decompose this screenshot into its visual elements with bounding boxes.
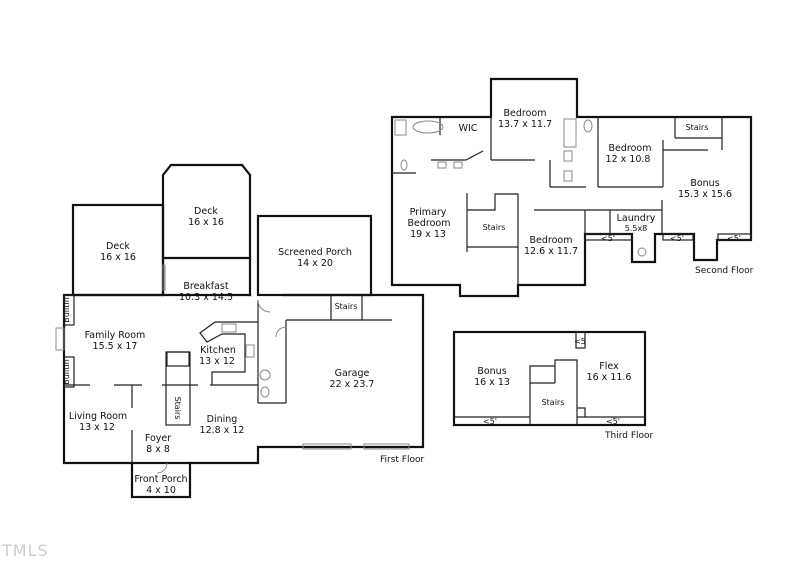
room-size: 12.6 x 11.7	[524, 246, 578, 257]
builtin-lower	[63, 356, 75, 388]
room-size: 16 x 11.6	[587, 372, 632, 383]
room-name: Deck	[194, 206, 218, 217]
room-name-line2: Bedroom	[408, 218, 451, 229]
front-door-swing	[156, 462, 168, 474]
bathtub-icon	[563, 118, 577, 148]
room-name: Bedroom	[504, 108, 547, 119]
deck-top-wall	[161, 163, 252, 297]
stairs-wall	[529, 359, 578, 425]
stairs-wall	[467, 193, 519, 285]
stairs-label: Stairs	[483, 223, 506, 232]
room-size: 16 x 16	[188, 217, 224, 228]
room-size: 8 x 8	[146, 444, 170, 455]
third-floor: Bonus 16 x 13 Flex 16 x 11.6 Stairs <5 <…	[452, 330, 654, 441]
sliding-door	[162, 264, 166, 291]
low-ceiling-label: <5'	[606, 417, 620, 426]
room-size: 19 x 13	[410, 229, 446, 240]
watermark: TMLS	[1, 541, 49, 560]
room-size: 4 x 10	[146, 485, 176, 496]
vanity	[431, 150, 484, 161]
sink-icon	[563, 170, 573, 182]
low-ceiling-strip	[662, 233, 694, 241]
room-name: Living Room	[69, 411, 127, 422]
room-name: Breakfast	[183, 281, 228, 292]
room-name: Bonus	[477, 366, 506, 377]
room-size: 12.8 x 12	[200, 425, 245, 436]
second-floor: Bedroom 13.7 x 11.7 WIC Bedroom 12 x 10.…	[390, 77, 754, 298]
sink-icon	[437, 161, 447, 169]
fireplace	[55, 327, 65, 351]
room-size: 16 x 16	[100, 252, 136, 263]
room-name: Screened Porch	[278, 247, 352, 258]
door-swing	[275, 326, 287, 338]
floor-label: First Floor	[380, 455, 424, 465]
stairs-label: Stairs	[542, 398, 565, 407]
utility-sink-icon	[637, 247, 647, 257]
floor-label: Second Floor	[695, 266, 754, 276]
stove-icon	[245, 344, 255, 358]
room-name: Garage	[335, 368, 370, 379]
room-size: 15.3 x 15.6	[678, 189, 732, 200]
builtin-upper	[63, 294, 75, 326]
toilet-icon	[400, 159, 408, 171]
room-name: Dining	[207, 414, 238, 425]
toilet-icon	[260, 386, 270, 398]
room-name: Bedroom	[530, 235, 573, 246]
low-ceiling-label: <5'	[727, 234, 741, 243]
first-floor: Deck 16 x 16 Deck 16 x 16 Screened Porch…	[55, 163, 425, 499]
sink-icon	[453, 161, 463, 169]
bathtub-icon	[412, 120, 444, 134]
floor-label: Third Floor	[604, 431, 654, 441]
third-floor-outer-wall	[452, 330, 647, 427]
room-size: 12 x 10.8	[606, 154, 651, 165]
room-size: 16 x 13	[474, 377, 510, 388]
kitchen-counter	[199, 321, 258, 385]
room-name: Foyer	[145, 433, 171, 444]
low-ceiling-label: <5	[574, 337, 586, 346]
room-size: 10.3 x 14.5	[179, 292, 233, 303]
low-ceiling-label: <5'	[670, 234, 684, 243]
room-name: Primary	[410, 207, 447, 218]
wall	[577, 407, 586, 417]
builtin-label: BuiltIn	[62, 297, 71, 323]
room-size: 13 x 12	[79, 422, 115, 433]
stairs-label: Stairs	[335, 302, 358, 311]
stairs-label: Stairs	[686, 123, 709, 132]
sink-icon	[563, 150, 573, 162]
door-swing	[257, 299, 271, 313]
toilet-icon	[583, 119, 593, 133]
garage-door-left	[302, 443, 352, 450]
sink-icon	[221, 323, 237, 333]
low-ceiling-label: <5'	[601, 234, 615, 243]
room-size: 13.7 x 11.7	[498, 119, 552, 130]
room-name: WIC	[459, 123, 478, 134]
room-name: Deck	[106, 241, 130, 252]
room-size: 13 x 12	[199, 356, 235, 367]
room-name: Laundry	[617, 213, 656, 224]
low-ceiling-label: <5'	[483, 417, 497, 426]
room-name: Bedroom	[609, 143, 652, 154]
room-size: 14 x 20	[297, 258, 333, 269]
room-name: Family Room	[85, 330, 146, 341]
room-size: 22 x 23.7	[330, 379, 375, 390]
room-size: 15.5 x 17	[93, 341, 138, 352]
second-floor-outer-wall	[390, 77, 753, 298]
low-ceiling-box	[575, 331, 586, 349]
stairs-label: Stairs	[173, 397, 182, 420]
room-name: Flex	[599, 361, 619, 372]
powder-sink-icon	[259, 369, 271, 381]
room-size: 5.5x8	[625, 224, 648, 233]
room-name: Kitchen	[200, 345, 236, 356]
builtin-label: BuiltIn	[62, 359, 71, 385]
low-ceiling-strip	[717, 233, 752, 241]
stairs-landing	[166, 351, 190, 367]
room-name: Bonus	[690, 178, 719, 189]
front-porch-wall	[130, 461, 192, 499]
main-wall-right	[188, 293, 425, 465]
room-name: Front Porch	[134, 474, 187, 485]
shower-icon	[394, 119, 407, 136]
garage-door-right	[363, 443, 410, 450]
low-ceiling-strip	[584, 233, 633, 241]
